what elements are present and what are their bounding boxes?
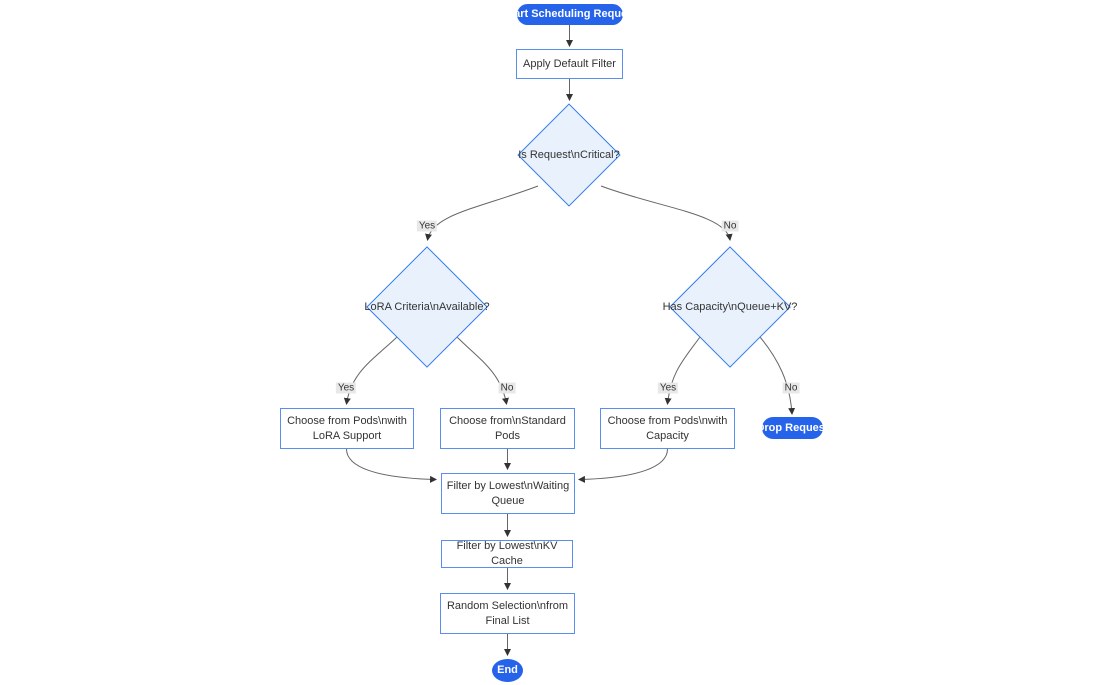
node-is-critical-label: Is Request\nCritical? (518, 149, 620, 161)
edge-label-lora-yes: Yes (335, 382, 357, 394)
edge-capacity-no (759, 336, 796, 416)
edge-label-capacity-yes: Yes (657, 382, 679, 394)
node-choose-capacity-pods-label: Choose from Pods\nwith Capacity (607, 414, 728, 442)
node-lora-criteria-label: LoRA Criteria\nAvailable? (364, 301, 490, 313)
node-start: Start Scheduling Request (503, 4, 637, 25)
node-filter-kv-cache-label: Filter by Lowest\nKV Cache (456, 540, 558, 567)
edge-label-critical-yes: Yes (416, 220, 438, 232)
edge-critical-no (600, 185, 733, 242)
node-apply-default-filter-label: Apply Default Filter (523, 57, 616, 70)
edge-label-lora-no: No (498, 382, 516, 394)
node-choose-standard-pods-label: Choose from\nStandard Pods (449, 414, 566, 442)
node-filter-kv-cache: Filter by Lowest\nKV Cache (441, 540, 573, 568)
edge-lora-no (456, 336, 509, 406)
node-end: End (492, 659, 523, 682)
edge-label-critical-no: No (721, 220, 739, 232)
edge-capacitypods-to-filterwq (577, 448, 668, 483)
node-drop-request-label: Drop Request (756, 421, 829, 434)
node-random-selection: Random Selection\nfrom Final List (440, 593, 575, 634)
node-filter-waiting-queue-label: Filter by Lowest\nWaiting Queue (446, 479, 570, 507)
edge-lora-yes (343, 336, 398, 406)
node-has-capacity: Has Capacity\nQueue+KV? (662, 246, 798, 368)
node-random-selection-label: Random Selection\nfrom Final List (446, 599, 569, 627)
edge-capacity-yes (664, 336, 701, 406)
node-choose-capacity-pods: Choose from Pods\nwith Capacity (600, 408, 735, 449)
node-has-capacity-label: Has Capacity\nQueue+KV? (662, 301, 798, 313)
node-drop-request: Drop Request (756, 417, 829, 439)
node-apply-default-filter: Apply Default Filter (516, 49, 623, 79)
node-filter-waiting-queue: Filter by Lowest\nWaiting Queue (441, 473, 575, 514)
edge-lorapods-to-filterwq (346, 448, 438, 483)
edge-critical-yes (425, 185, 539, 242)
node-choose-standard-pods: Choose from\nStandard Pods (440, 408, 575, 449)
node-is-critical: Is Request\nCritical? (517, 103, 621, 207)
node-end-label: End (497, 664, 518, 677)
node-choose-lora-pods: Choose from Pods\nwith LoRA Support (280, 408, 414, 449)
edge-label-capacity-no: No (782, 382, 800, 394)
node-choose-lora-pods-label: Choose from Pods\nwith LoRA Support (287, 414, 407, 442)
node-start-label: Start Scheduling Request (503, 8, 637, 21)
node-lora-criteria: LoRA Criteria\nAvailable? (364, 246, 490, 368)
